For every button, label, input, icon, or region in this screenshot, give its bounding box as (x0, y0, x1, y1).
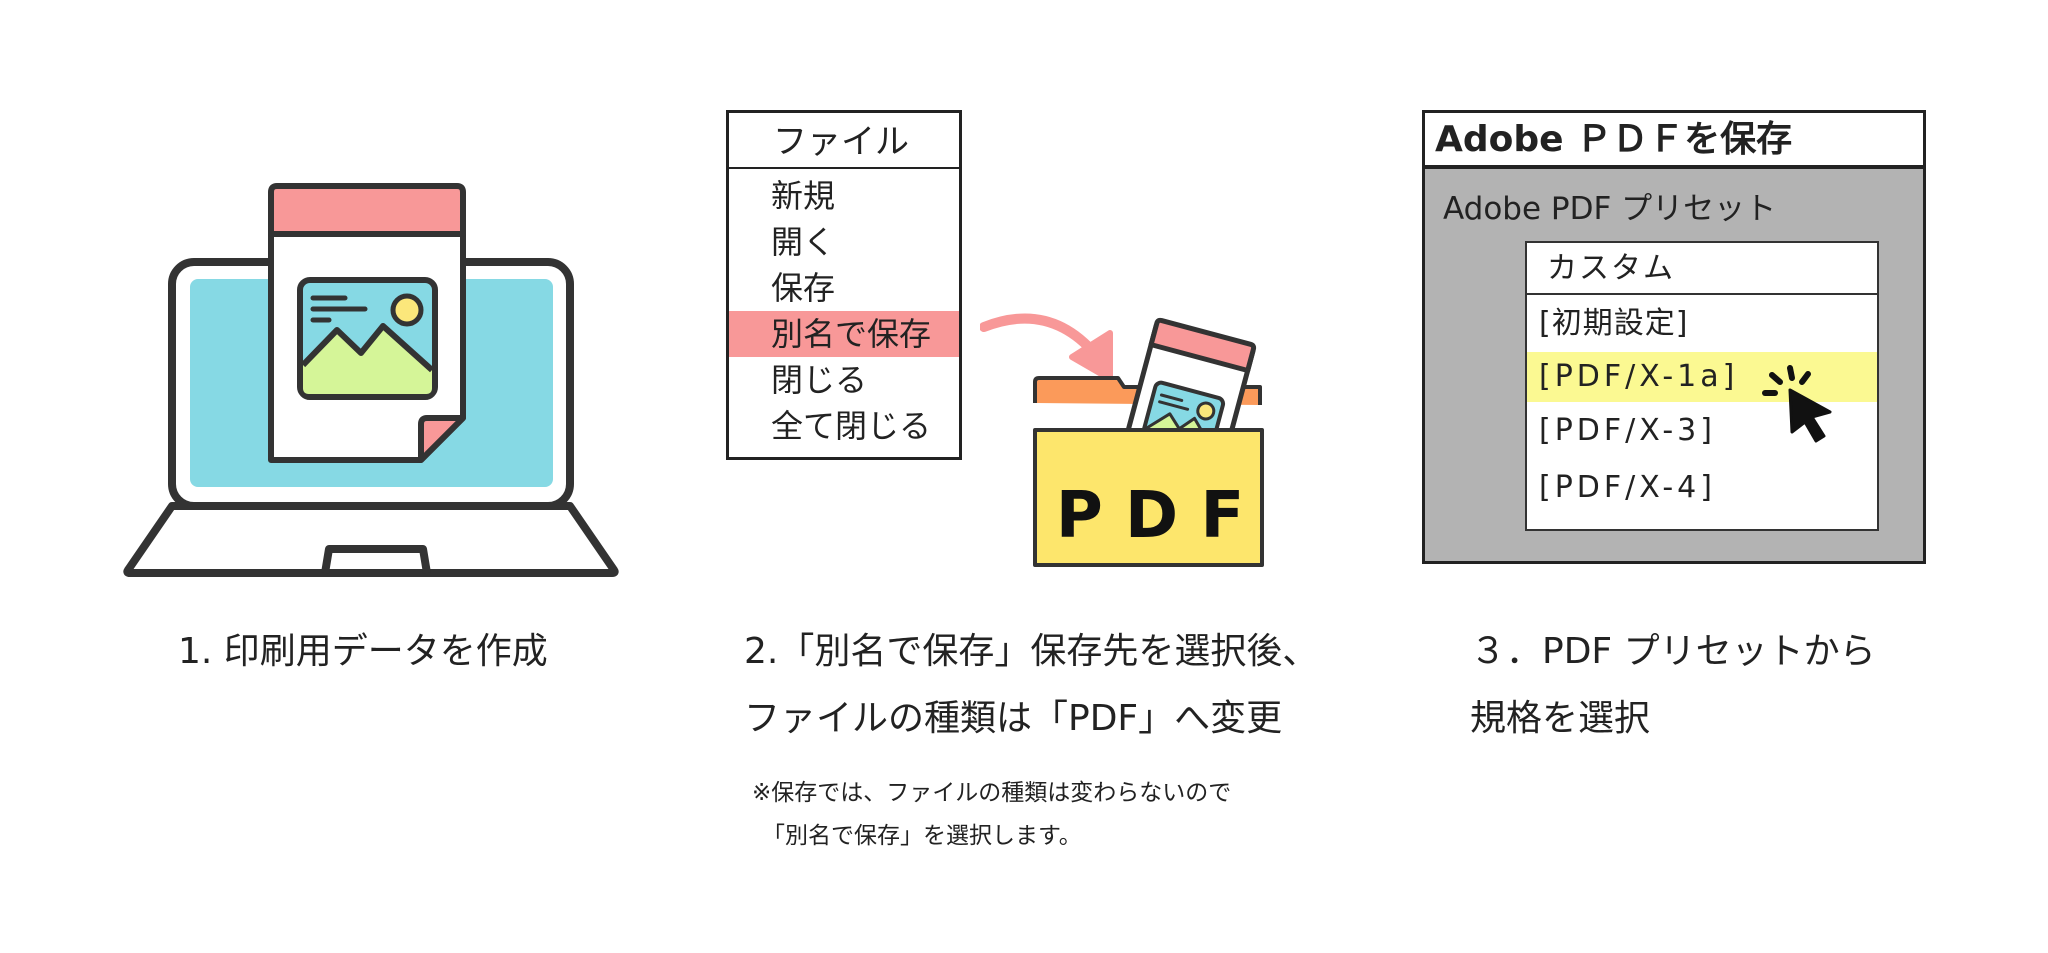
menu-item-open[interactable]: 開く (771, 223, 836, 261)
step3-caption-line1: ３．PDF プリセットから (1470, 631, 1876, 672)
pdf-folder-label: P D F (1055, 479, 1245, 553)
pdf-save-dialog: Adobe ＰＤＦを保存 Adobe PDF プリセット カスタム [初期設定]… (1422, 110, 1926, 564)
dialog-title: Adobe ＰＤＦを保存 (1425, 113, 1923, 169)
preset-option-pdfx4[interactable]: [PDF/X-4] (1539, 470, 1716, 505)
step2-caption-line1: 2.「別名で保存」保存先を選択後、 (744, 631, 1319, 672)
step1-caption: 1. 印刷用データを作成 (178, 631, 548, 672)
preset-option-pdfx3[interactable]: [PDF/X-3] (1539, 413, 1716, 448)
preset-option-pdfx1a[interactable]: [PDF/X-1a] (1527, 352, 1877, 402)
step3-caption-line2: 規格を選択 (1470, 698, 1651, 739)
curved-arrow-icon (980, 313, 1113, 382)
file-menu: ファイル 新規 開く 保存 別名で保存 閉じる 全て閉じる (726, 110, 962, 460)
preset-label: Adobe PDF プリセット (1443, 191, 1777, 227)
cursor-click-icon (1762, 365, 1832, 443)
step2-caption-line2: ファイルの種類は「PDF」へ変更 (744, 698, 1283, 739)
file-menu-title: ファイル (729, 113, 959, 169)
preset-option-default[interactable]: [初期設定] (1539, 306, 1689, 341)
menu-item-save-as[interactable]: 別名で保存 (729, 311, 959, 357)
preset-list: カスタム [初期設定] [PDF/X-1a] [PDF/X-3] [PDF/X-… (1525, 241, 1879, 531)
menu-item-close-all[interactable]: 全て閉じる (771, 407, 932, 445)
step2-note-line2: 「別名で保存」を選択します。 (762, 823, 1082, 849)
menu-item-save[interactable]: 保存 (771, 269, 836, 307)
image-document-icon (268, 183, 466, 463)
menu-item-new[interactable]: 新規 (771, 177, 836, 215)
step2-note-line1: ※保存では、ファイルの種類は変わらないので (752, 780, 1232, 806)
pdf-folder-icon (1033, 317, 1264, 567)
preset-option-custom[interactable]: カスタム (1527, 243, 1877, 295)
menu-item-close[interactable]: 閉じる (771, 361, 868, 399)
